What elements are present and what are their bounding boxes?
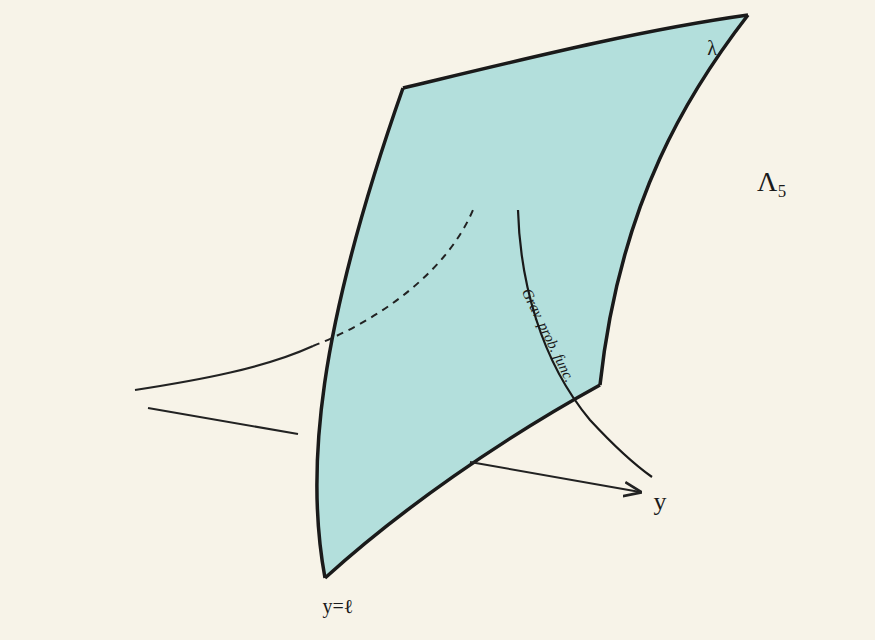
surface-edge	[600, 15, 748, 385]
curve-label: Grav. prob. func.	[519, 286, 577, 384]
probability-curve	[518, 210, 652, 477]
axis-line	[148, 408, 298, 434]
surface-edge	[317, 88, 403, 578]
hidden-curve	[313, 205, 475, 346]
position-label: y=ℓ	[323, 596, 354, 616]
axis-arrow	[470, 462, 640, 492]
axis-label: y	[654, 489, 667, 515]
bulk-constant-label: Λ₅	[757, 168, 787, 196]
coupling-label: λ	[707, 38, 717, 58]
surface-edge	[325, 385, 600, 578]
brane-surface	[317, 15, 748, 578]
surface-edge	[403, 15, 748, 88]
field-curve	[135, 346, 313, 390]
